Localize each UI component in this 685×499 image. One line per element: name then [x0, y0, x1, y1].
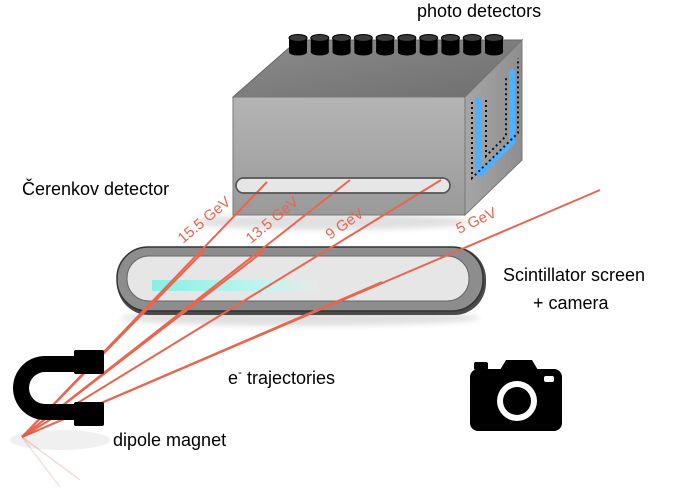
cerenkov-window-rim	[235, 177, 451, 194]
photo-detector-cap	[310, 34, 330, 42]
horseshoe-magnet-icon	[10, 350, 110, 450]
electron-symbol: e	[228, 368, 238, 388]
scintillator-label-line2: + camera	[533, 293, 610, 313]
trajectory-9-gev-upper	[21, 179, 351, 438]
photo-detector-cap	[440, 34, 460, 42]
photo-detectors-label: photo detectors	[417, 1, 541, 21]
cerenkov-light-path	[475, 69, 515, 177]
magnet-pole-bottom	[74, 402, 104, 426]
scintillator-glow	[152, 280, 317, 291]
scintillator-label-line1: Scintillator screen	[503, 265, 645, 285]
photo-detector-array	[288, 34, 504, 56]
camera-icon	[470, 360, 562, 431]
photo-detector-cap	[375, 34, 395, 42]
light-guide-outline-inner	[485, 78, 507, 159]
photo-detector-base	[310, 48, 329, 56]
trajectories-text: trajectories	[242, 368, 335, 388]
box-shadow	[190, 214, 470, 230]
photo-detector-base	[376, 48, 395, 56]
photo-detector-base	[289, 48, 307, 56]
trajectory-reflection	[21, 436, 81, 481]
trajectories-label: e- trajectories	[228, 365, 335, 388]
photo-detector-base	[485, 48, 503, 56]
trajectory-5-gev	[21, 189, 601, 438]
photo-detector-base	[419, 48, 438, 56]
magnet-reflection	[10, 430, 110, 450]
trajectory-13-5-gev-upper	[21, 181, 268, 438]
electron-charge: -	[238, 365, 242, 379]
magnet-pole-top	[74, 350, 104, 374]
photo-detector-base	[463, 48, 482, 56]
trajectory-9-gev	[21, 179, 442, 438]
scintillator-screen	[116, 246, 486, 326]
cerenkov-detector-box	[190, 34, 524, 230]
photo-detector-base	[397, 48, 416, 56]
photo-detector-cap	[332, 34, 352, 42]
trajectory-reflection	[21, 436, 61, 488]
photo-detector-cap	[397, 34, 417, 42]
photo-detector-cap	[288, 34, 308, 42]
photo-detector-base	[332, 48, 351, 56]
photo-detector-base	[441, 48, 460, 56]
cerenkov-detector-label: Čerenkov detector	[22, 178, 169, 199]
dipole-magnet-label: dipole magnet	[113, 430, 226, 450]
box-front-face	[232, 96, 466, 216]
photo-detector-cap	[484, 34, 504, 42]
photo-detector-cap	[462, 34, 482, 42]
photo-detector-base	[354, 48, 373, 56]
photo-detector-cap	[419, 34, 439, 42]
photo-detector-cap	[353, 34, 373, 42]
